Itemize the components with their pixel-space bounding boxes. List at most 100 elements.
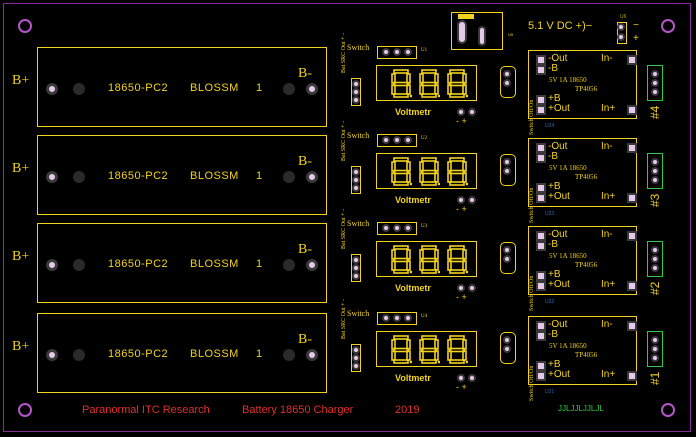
onoff-switch[interactable]: [500, 242, 516, 274]
voltmeter-pin-labels: - +: [456, 292, 467, 302]
power-minus-label: −: [633, 20, 639, 31]
holder-pad: [73, 349, 85, 361]
source-selector-jumper[interactable]: [351, 254, 361, 282]
out-minus-pad: [536, 143, 546, 153]
onoff-switch[interactable]: [500, 332, 516, 364]
output-connector[interactable]: [647, 331, 663, 367]
output-connector[interactable]: [647, 65, 663, 101]
voltmeter-pin-labels: - +: [456, 116, 467, 126]
channel-label: #2: [648, 281, 662, 295]
holder-model: 18650-PC2: [108, 170, 169, 182]
switch-label: Switch: [347, 131, 370, 140]
b-plus-label: +B: [548, 359, 561, 370]
power-header: [617, 22, 627, 44]
jack-pin: [457, 20, 467, 44]
out-plus-label: +Out: [548, 191, 570, 202]
mounting-hole-top-left: [18, 19, 32, 33]
output-connector[interactable]: [647, 153, 663, 189]
switch-pin: [404, 48, 412, 56]
credit-title: Battery 18650 Charger: [242, 404, 354, 416]
power-input-label: 5.1 V DC +)−: [528, 20, 593, 32]
b-minus-pad: [536, 153, 546, 163]
voltmeter-label: Voltmetr: [395, 373, 431, 383]
b-minus-label: -B: [548, 239, 558, 250]
charger-ref: U22: [545, 299, 555, 305]
output-connector[interactable]: [647, 241, 663, 277]
jumper-pin: [352, 184, 360, 192]
power-switch[interactable]: [377, 46, 417, 59]
power-switch[interactable]: [377, 312, 417, 325]
holder-pad: [283, 171, 295, 183]
power-plus-label: +: [633, 33, 639, 44]
jumper-pin: [352, 354, 360, 362]
jumper-pin: [352, 80, 360, 88]
charger-chip: TP4056: [575, 173, 598, 181]
pin-pad: [617, 23, 625, 31]
in-plus-pad: [627, 281, 637, 291]
holder-plus-label: B+: [12, 339, 30, 354]
switch-pin: [382, 48, 390, 56]
channel-label: #1: [648, 371, 662, 385]
b-plus-label: +B: [548, 93, 561, 104]
connector-pin: [651, 264, 659, 272]
out-minus-pad: [536, 321, 546, 331]
onoff-switch[interactable]: [500, 66, 516, 98]
source-selector-jumper[interactable]: [351, 78, 361, 106]
voltmeter-pin-labels: - +: [456, 204, 467, 214]
switch-ref: U1: [421, 48, 428, 53]
holder-number: 1: [256, 82, 263, 94]
switch-pin: [382, 314, 390, 322]
mounting-hole-top-right: [661, 19, 675, 33]
switch-pin: [503, 70, 511, 78]
voltmeter-pin: [457, 108, 465, 116]
connector-pin: [651, 255, 659, 263]
b-plus-pad: [536, 271, 546, 281]
power-switch[interactable]: [377, 222, 417, 235]
source-selector-jumper[interactable]: [351, 344, 361, 372]
holder-model: 18650-PC2: [108, 82, 169, 94]
board-id: JJLJJLJJLJL: [558, 404, 604, 413]
voltmeter-label: Voltmetr: [395, 107, 431, 117]
jumper-pin: [352, 168, 360, 176]
switch-pin: [503, 167, 511, 175]
b-minus-label: -B: [548, 151, 558, 162]
jumper-pin: [352, 264, 360, 272]
onoff-switch[interactable]: [500, 154, 516, 186]
connector-pin: [651, 79, 659, 87]
out-minus-label: -Out: [548, 53, 568, 64]
b-plus-label: +B: [548, 269, 561, 280]
switch-label: Switch: [347, 43, 370, 52]
charger-spec: 5V 1A 18650: [549, 76, 587, 84]
seven-segment-digit: [391, 245, 412, 274]
channel-label: #3: [648, 193, 662, 207]
charger-chip: TP4056: [575, 85, 598, 93]
b-plus-label: +B: [548, 181, 561, 192]
b-minus-label: -B: [548, 329, 558, 340]
jumper-pin: [352, 88, 360, 96]
connector-pin: [651, 88, 659, 96]
switch-pin: [393, 224, 401, 232]
out-plus-pad: [536, 281, 546, 291]
switch-ref: U4: [421, 314, 428, 319]
battery-holder: 18650-PC2 BLOSSM 1 B-: [37, 135, 327, 215]
seven-segment-digit: [447, 335, 468, 364]
source-selector-label: Bat SRC Out + -: [341, 208, 347, 249]
charger-ref: U23: [545, 211, 555, 217]
channel-label: #4: [648, 105, 662, 119]
voltmeter-display: [376, 153, 477, 189]
seven-segment-digit: [419, 335, 440, 364]
jack-pin: [478, 26, 486, 46]
switch-pin: [393, 136, 401, 144]
charger-module: -Out -B In- 5V 1A 18650 TP4056 +B +Out I…: [528, 50, 637, 119]
source-selector-jumper[interactable]: [351, 166, 361, 194]
power-switch[interactable]: [377, 134, 417, 147]
out-minus-pad: [536, 231, 546, 241]
source-selector-label-wrap: Bat SRC Out + -: [332, 121, 347, 161]
holder-pad-minus: [306, 171, 318, 183]
source-selector-label: Bat SRC Out + -: [341, 298, 347, 339]
out-plus-label: +Out: [548, 279, 570, 290]
holder-pad-plus: [46, 349, 58, 361]
connector-pin: [651, 70, 659, 78]
b-minus-pad: [536, 331, 546, 341]
